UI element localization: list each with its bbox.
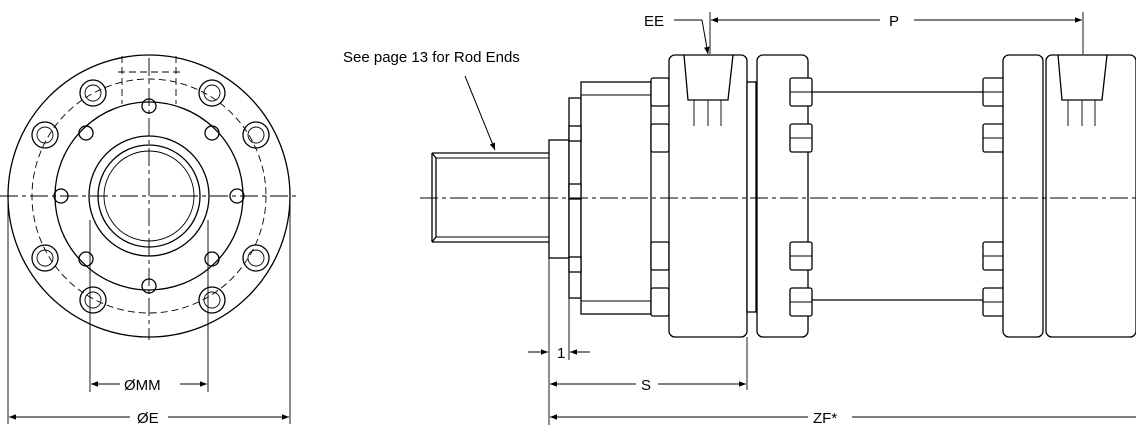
s-label: S (641, 377, 651, 394)
end-outer-bolt-holes (31, 79, 270, 314)
zf-label: ZF* (813, 410, 837, 427)
side-view (420, 12, 1136, 425)
gland (548, 139, 570, 259)
cap-nuts (982, 77, 1006, 317)
one-label: 1 (557, 345, 565, 362)
piston-rod (431, 152, 549, 243)
rear-flange (1045, 54, 1136, 338)
rod-end-note: See page 13 for Rod Ends (343, 49, 520, 66)
rear-cap (1002, 54, 1044, 338)
mm-label: ØMM (124, 377, 161, 394)
ee-leader (701, 19, 710, 55)
p-label: P (889, 13, 899, 30)
ee-label: EE (644, 13, 664, 30)
e-label: ØE (137, 410, 159, 427)
rod-end-leader (464, 75, 496, 151)
head-flange (668, 54, 748, 338)
head-nuts (789, 77, 813, 317)
end-inner-bolt-holes (53, 98, 245, 294)
end-view (0, 54, 300, 424)
